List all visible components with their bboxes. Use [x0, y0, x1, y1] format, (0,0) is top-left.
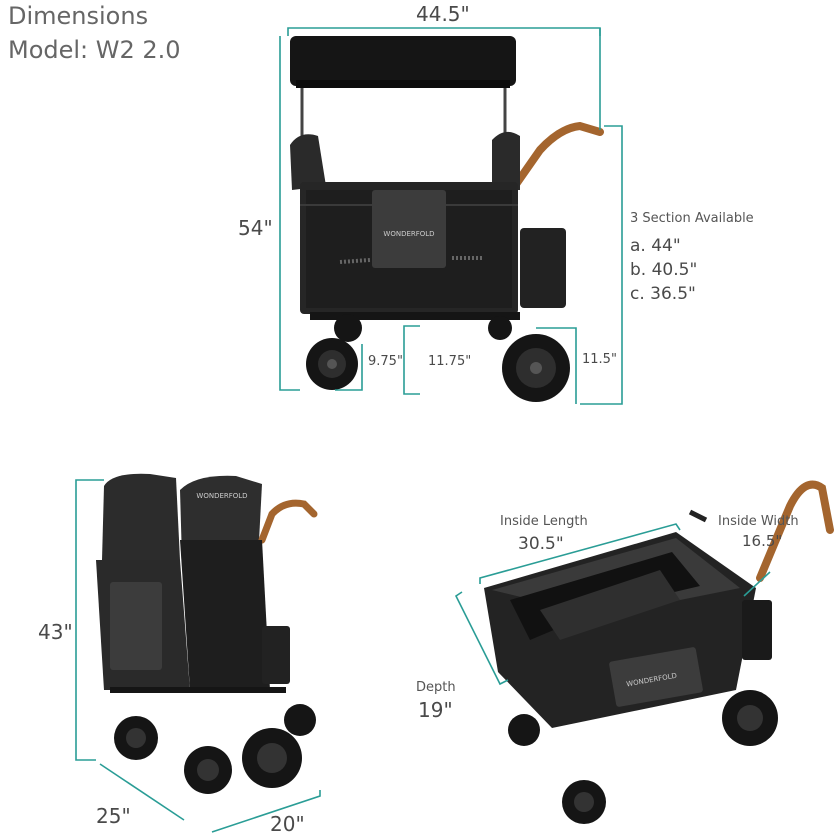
- front-dimension-lines: [279, 27, 623, 405]
- inside-length-value: 30.5": [518, 534, 564, 554]
- folded-depth-line: [99, 763, 185, 821]
- page-title: Dimensions: [8, 2, 149, 30]
- front-height-label: 54": [238, 216, 273, 240]
- inside-width-line: [743, 571, 771, 597]
- inside-length-line: [479, 523, 681, 584]
- folded-height-line: [75, 479, 104, 761]
- clearance-label: 11.75": [428, 354, 472, 369]
- handle: [508, 121, 604, 194]
- svg-text:WONDERFOLD: WONDERFOLD: [196, 492, 247, 500]
- rear-wheel-label: 11.5": [582, 352, 617, 367]
- folded-depth-label: 25": [96, 804, 131, 828]
- folded-dimension-lines: [75, 479, 321, 833]
- height-line: [279, 36, 300, 391]
- brand-logo: WONDERFOLD: [383, 230, 434, 238]
- folded-width-label: 20": [270, 812, 305, 836]
- rear-wheel-line: [536, 327, 577, 404]
- handle-section-note: 3 Section Available: [630, 211, 754, 226]
- inside-width-caption: Inside Width: [718, 514, 799, 529]
- front-width-label: 44.5": [416, 2, 470, 26]
- front-wheel-line: [335, 344, 363, 391]
- handle-option-a: a. 44": [630, 236, 681, 256]
- clearance-line: [403, 325, 420, 395]
- handle-option-b: b. 40.5": [630, 260, 698, 280]
- folded-view-wagon: WONDERFOLD: [96, 473, 318, 794]
- inside-length-caption: Inside Length: [500, 514, 588, 529]
- front-pocket: [372, 190, 446, 268]
- handle-option-c: c. 36.5": [630, 284, 696, 304]
- inside-width-value: 16.5": [742, 532, 783, 550]
- front-wheel-label: 9.75": [368, 354, 403, 369]
- inside-depth-line: [454, 591, 509, 686]
- depth-caption: Depth: [416, 680, 456, 695]
- depth-value: 19": [418, 698, 453, 722]
- model-label: Model: W2 2.0: [8, 36, 181, 64]
- canopy: [290, 36, 516, 86]
- top-view-wagon: WONDERFOLD: [484, 480, 834, 824]
- top-dimension-lines: [454, 523, 771, 686]
- front-view-wagon: WONDERFOLD: [290, 36, 604, 402]
- handle-line: [580, 125, 623, 405]
- folded-height-label: 43": [38, 620, 73, 644]
- folded-width-line: [211, 790, 321, 833]
